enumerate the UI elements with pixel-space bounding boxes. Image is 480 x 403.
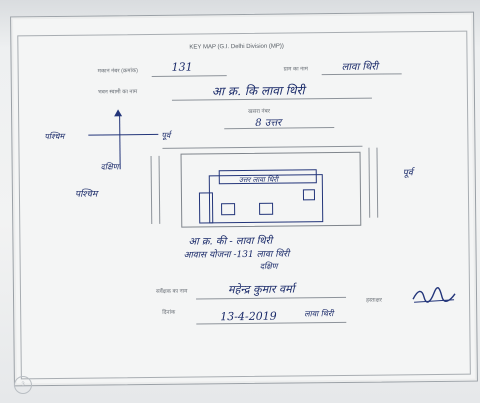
compass-south: दक्षिण bbox=[100, 162, 119, 172]
key-map-sheet: KEY MAP (G.I. Delhi Division (MP)) मकान … bbox=[10, 11, 478, 387]
date-label: दिनांक bbox=[162, 309, 176, 316]
village-value: लावा थिरी bbox=[341, 61, 379, 73]
area-value: 8 उत्तर bbox=[255, 117, 282, 129]
compass-east: पूर्व bbox=[161, 130, 171, 140]
below-map-line-3: दक्षिण bbox=[259, 261, 278, 271]
building-window-1 bbox=[221, 203, 236, 216]
north-arrow-icon bbox=[114, 109, 123, 117]
page-title: KEY MAP (G.I. Delhi Division (MP)) bbox=[189, 43, 284, 51]
signature-icon bbox=[412, 287, 456, 303]
below-map-line-2: आवास योजना -131 लावा थिरी bbox=[183, 249, 290, 261]
khasra-label: खसरा नंबर bbox=[248, 108, 270, 115]
compass-west: पश्चिम bbox=[44, 131, 65, 142]
map-west-label: पश्चिम bbox=[74, 189, 98, 200]
below-map-line-1: आ क्र. की - लावा थिरी bbox=[188, 235, 273, 248]
house-number-value: 131 bbox=[171, 60, 193, 74]
date-value: 13-4-2019 bbox=[220, 309, 277, 324]
village-label: ग्राम का नाम bbox=[283, 66, 308, 73]
owner-label: भवन स्वामी का नाम bbox=[97, 89, 138, 96]
thumbnail-badge: 3 bbox=[14, 376, 32, 394]
surveyor-label: सर्वेक्षक का नाम bbox=[155, 288, 188, 295]
signature-label: हस्ताक्षर bbox=[366, 297, 382, 304]
building-window-3 bbox=[302, 189, 316, 201]
owner-value: आ क्र. कि लावा थिरी bbox=[211, 83, 305, 99]
surveyor-value: महेन्द्र कुमार वर्मा bbox=[227, 282, 295, 297]
map-east-label: पूर्व bbox=[402, 168, 413, 179]
place-value: लावा थिरी bbox=[304, 309, 334, 319]
building-window-2 bbox=[259, 202, 274, 215]
building-label: उत्तर लावा थिरी bbox=[238, 175, 279, 185]
building-annex bbox=[198, 192, 214, 224]
house-number-label: मकान नंबर (क्रमांक) bbox=[97, 68, 139, 75]
